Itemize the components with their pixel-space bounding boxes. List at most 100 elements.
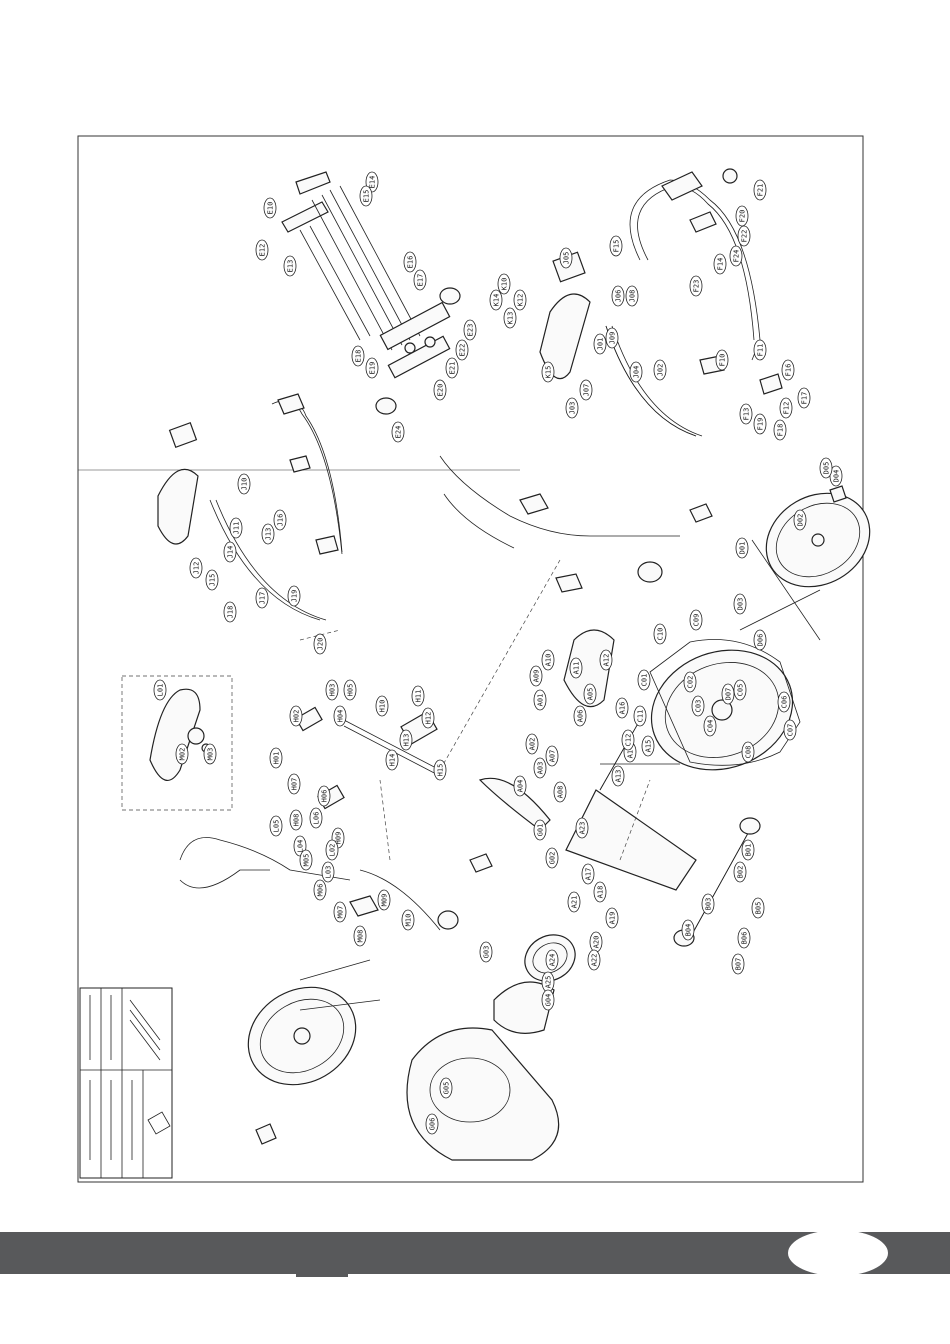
- part-number-label: J12: [193, 562, 201, 575]
- part-bubble: A18: [593, 881, 607, 903]
- part-bubble-outline: [579, 379, 593, 401]
- part-bubble-outline: [153, 679, 167, 701]
- part-bubble: A15: [641, 735, 655, 757]
- part-bubble: J04: [629, 361, 643, 383]
- part-number-label: H05: [347, 684, 355, 697]
- part-bubble-outline: [633, 705, 647, 727]
- part-bubble-outline: [421, 707, 435, 729]
- part-number-label: A01: [537, 694, 545, 707]
- part-bubble: F11: [753, 339, 767, 361]
- part-bubble-outline: [625, 285, 639, 307]
- part-number-label: H01: [273, 752, 281, 765]
- part-bubble-outline: [533, 819, 547, 841]
- part-number-label: L06: [313, 812, 321, 825]
- part-bubble: E24: [391, 421, 405, 443]
- part-number-label: G03: [483, 946, 491, 959]
- part-bubble: G05: [439, 1077, 453, 1099]
- part-bubble: C04: [703, 715, 717, 737]
- part-bubble-outline: [343, 679, 357, 701]
- part-number-label: C02: [687, 676, 695, 689]
- part-bubble: L05: [269, 815, 283, 837]
- part-bubble: B06: [737, 927, 751, 949]
- part-bubble: M06: [313, 879, 327, 901]
- part-bubble-outline: [739, 403, 753, 425]
- part-number-label: G04: [545, 994, 553, 1007]
- part-number-label: D01: [739, 542, 747, 555]
- assembly-line-3: [619, 779, 651, 861]
- part-bubble: A16: [615, 697, 629, 719]
- part-bubble: K14: [489, 289, 503, 311]
- part-bubble: B03: [701, 893, 715, 915]
- inset-box: [121, 675, 233, 811]
- part-bubble-outline: [489, 289, 503, 311]
- part-bubble-outline: [615, 697, 629, 719]
- part-number-label: G05: [443, 1082, 451, 1095]
- part-bubble-outline: [433, 379, 447, 401]
- part-bubble-outline: [269, 815, 283, 837]
- part-bubble-outline: [325, 839, 339, 861]
- part-bubble-outline: [351, 345, 365, 367]
- part-number-label: A21: [571, 896, 579, 909]
- part-bubble-outline: [735, 537, 749, 559]
- part-number-label: E22: [459, 344, 467, 357]
- part-number-label: E23: [467, 324, 475, 337]
- part-number-label: A25: [545, 976, 553, 989]
- part-bubble-outline: [289, 705, 303, 727]
- part-number-label: H06: [321, 790, 329, 803]
- part-number-label: B05: [755, 902, 763, 915]
- part-number-label: A20: [593, 936, 601, 949]
- handlebar-assembly: [439, 455, 713, 593]
- part-number-label: A18: [597, 886, 605, 899]
- part-bubble: M07: [333, 901, 347, 923]
- part-bubble: B05: [751, 897, 765, 919]
- part-number-label: E19: [369, 362, 377, 375]
- part-number-label: C12: [625, 734, 633, 747]
- part-bubble-outline: [399, 729, 413, 751]
- part-number-label: A19: [609, 912, 617, 925]
- part-bubble-outline: [309, 807, 323, 829]
- part-bubble-outline: [273, 509, 287, 531]
- part-bubble: E13: [283, 255, 297, 277]
- part-bubble-outline: [333, 901, 347, 923]
- part-bubble-outline: [773, 419, 787, 441]
- part-number-label: B04: [685, 924, 693, 937]
- part-bubble: C12: [621, 729, 635, 751]
- part-number-label: H04: [337, 710, 345, 723]
- part-bubble-outline: [567, 891, 581, 913]
- part-bubble: J01: [593, 333, 607, 355]
- part-bubble-outline: [541, 989, 555, 1011]
- part-bubble: B01: [741, 839, 755, 861]
- part-bubble: E22: [455, 339, 469, 361]
- part-bubble-outline: [545, 949, 559, 971]
- part-bubble: L03: [321, 861, 335, 883]
- part-bubble: F23: [689, 275, 703, 297]
- part-number-label: H14: [389, 754, 397, 767]
- part-bubble-outline: [609, 235, 623, 257]
- part-number-label: J11: [233, 522, 241, 535]
- part-bubble-outline: [497, 273, 511, 295]
- drawing-frame: [77, 135, 864, 1183]
- part-bubble-outline: [783, 719, 797, 741]
- part-number-label: C07: [787, 724, 795, 737]
- part-number-label: B07: [735, 958, 743, 971]
- accessory-table: [79, 987, 173, 1179]
- part-bubble-outline: [287, 773, 301, 795]
- part-bubble-outline: [703, 715, 717, 737]
- part-number-label: E21: [449, 362, 457, 375]
- part-number-label: A13: [615, 770, 623, 783]
- part-bubble-outline: [255, 587, 269, 609]
- part-number-label: F21: [757, 184, 765, 197]
- part-bubble: J17: [255, 587, 269, 609]
- part-number-label: B06: [741, 932, 749, 945]
- part-bubble: F18: [773, 419, 787, 441]
- part-number-label: A04: [517, 780, 525, 793]
- part-bubble: B02: [733, 861, 747, 883]
- part-bubble: C08: [741, 741, 755, 763]
- lower-handlebar: [179, 837, 493, 931]
- part-number-label: J06: [615, 290, 623, 303]
- part-number-label: B02: [737, 866, 745, 879]
- part-bubble-outline: [269, 747, 283, 769]
- part-number-label: J05: [563, 252, 571, 265]
- part-bubble-outline: [533, 689, 547, 711]
- part-bubble-outline: [175, 743, 189, 765]
